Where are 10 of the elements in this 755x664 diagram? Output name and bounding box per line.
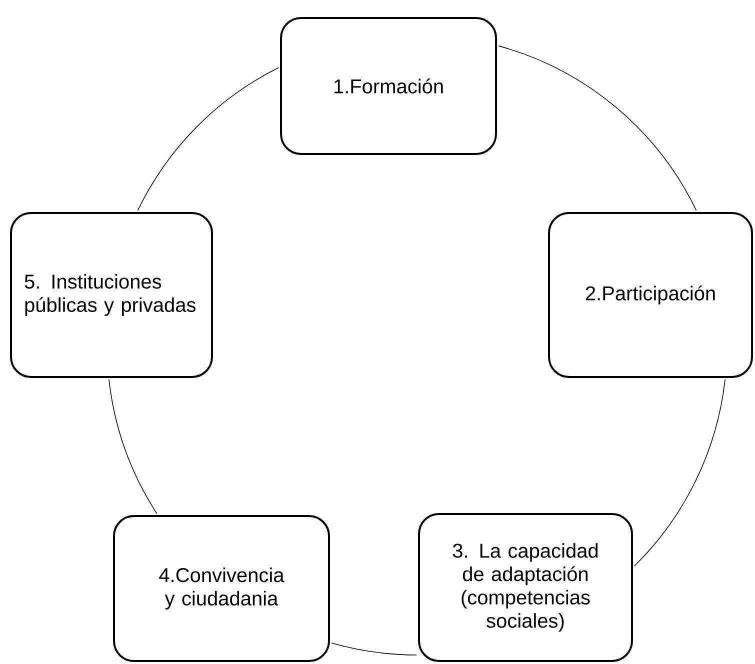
connector-arc xyxy=(108,379,158,514)
process-box: 4.Convivencia y ciudadania xyxy=(113,515,330,662)
process-box: 2.Participación xyxy=(548,212,754,378)
connector-arc xyxy=(137,67,279,211)
process-box: 1.Formación xyxy=(280,17,498,155)
process-box: 3. La capacidad de adaptación (competencias sociales) xyxy=(418,513,633,662)
connector-arc xyxy=(331,642,417,656)
connector-arc xyxy=(634,379,726,566)
process-box: 5. Instituciones públicas y privadas xyxy=(10,212,213,378)
connector-arc xyxy=(498,46,697,211)
